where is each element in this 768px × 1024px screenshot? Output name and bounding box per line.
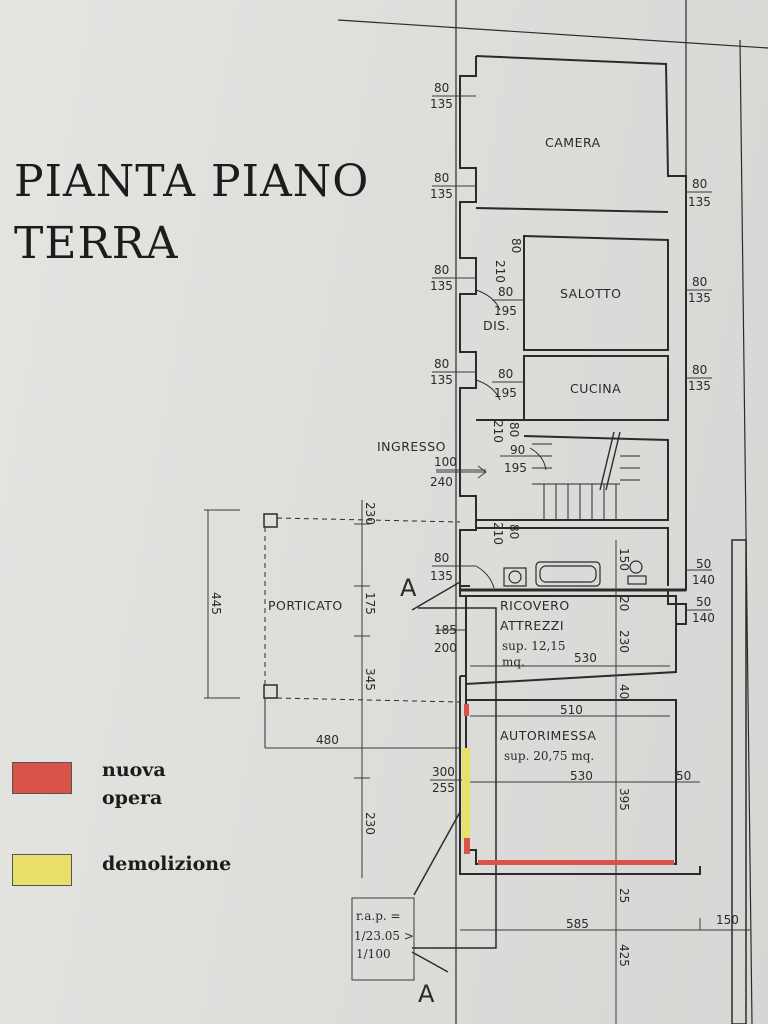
door-camera-width: 80 [509,238,523,253]
door-salotto-height: 195 [494,304,517,318]
opening-garage-height: 255 [432,781,455,795]
opening-w1-width: 80 [434,81,449,95]
opening-entry-height: 240 [430,475,453,489]
room-label-salotto: SALOTTO [560,286,621,301]
opening-ricovero-height: 200 [434,641,457,655]
opening-ricovero-width: 185 [434,623,457,637]
dim-530-a: 530 [574,651,597,665]
room-label-ricovero-2: ATTREZZI [500,618,564,633]
door-bath-height: 210 [491,522,505,545]
new-work-mark-1 [464,704,469,716]
door-bath-width: 80 [507,524,521,539]
door-salotto-width: 80 [498,285,513,299]
legend-swatch-nuova-opera [12,762,72,794]
room-label-camera: CAMERA [545,135,601,150]
dim-445: 445 [209,592,223,615]
new-work-mark-2 [478,860,674,865]
door-stair-height: 195 [504,461,527,475]
opening-w3-height: 135 [430,279,453,293]
opening-e5-height: 140 [692,611,715,625]
opening-w5-width: 80 [434,551,449,565]
opening-w5-height: 135 [430,569,453,583]
opening-e4-height: 140 [692,573,715,587]
opening-e2-width: 80 [692,275,707,289]
opening-w4-width: 80 [434,357,449,371]
door-stair-width: 90 [510,443,525,457]
room-label-ingresso: INGRESSO [377,439,446,454]
opening-e3-width: 80 [692,363,707,377]
porticato-outline [263,513,461,748]
autorimessa-surface: sup. 20,75 mq. [504,749,594,763]
legend-label-nuova-line-2: opera [102,787,163,809]
dim-425: 425 [617,944,631,967]
dimension-lines [204,95,750,1024]
room-label-autorimessa: AUTORIMESSA [500,728,596,743]
opening-e5-width: 50 [696,595,711,609]
new-work-mark-3 [464,838,470,854]
opening-e3-height: 135 [688,379,711,393]
dim-230-mid: 230 [617,630,631,653]
door-camera-height: 210 [493,260,507,283]
legend-label-demolizione: demolizione [102,853,232,875]
opening-w4-height: 135 [430,373,453,387]
dim-50: 50 [676,769,691,783]
opening-w2-height: 135 [430,187,453,201]
plan-outer-walls [337,0,768,1024]
opening-garage-width: 300 [432,765,455,779]
section-line [411,581,497,973]
scale-note-line-2: 1/23.05 > [354,929,414,943]
dim-175: 175 [363,592,377,615]
dim-230-bottom: 230 [363,812,377,835]
dim-585: 585 [566,917,589,931]
scale-note-line-1: r.a.p. = [356,909,401,923]
dim-510: 510 [560,703,583,717]
dim-25: 25 [617,888,631,903]
dim-20: 20 [617,596,631,611]
ricovero-surface-2: mq. [502,655,525,669]
legend-swatch-demolizione [12,854,72,886]
ricovero-surface-1: sup. 12,15 [502,639,566,653]
room-label-dis: DIS. [483,318,510,333]
legend-label-nuova-line-1: nuova [102,759,166,781]
door-cucina-width: 80 [498,367,513,381]
scale-note-box [351,897,415,981]
opening-e1-width: 80 [692,177,707,191]
legend-label-nuova: nuova opera [102,756,166,812]
dim-40: 40 [617,684,631,699]
dim-230-top: 230 [363,502,377,525]
opening-w1-height: 135 [430,97,453,111]
drawing-title-line-1: PIANTA PIANO [14,156,370,207]
section-label-bottom: A [418,980,435,1008]
dim-150: 150 [617,548,631,571]
opening-w3-width: 80 [434,263,449,277]
dim-480: 480 [316,733,339,747]
drawing-title-line-2: TERRA [14,218,179,269]
opening-e2-height: 135 [688,291,711,305]
room-label-ricovero-1: RICOVERO [500,598,570,613]
opening-e4-width: 50 [696,557,711,571]
dim-150-b: 150 [716,913,739,927]
opening-e1-height: 135 [688,195,711,209]
dim-345: 345 [363,668,377,691]
demolition-wall-mark [462,748,470,840]
scale-note-line-3: 1/100 [356,947,391,961]
door-dis-height: 210 [491,420,505,443]
dim-395: 395 [617,788,631,811]
section-label-top: A [400,574,417,602]
room-label-porticato: PORTICATO [268,598,343,613]
room-label-cucina: CUCINA [570,381,621,396]
door-cucina-height: 195 [494,386,517,400]
dim-530-b: 530 [570,769,593,783]
opening-w2-width: 80 [434,171,449,185]
door-dis-width: 80 [507,422,521,437]
opening-entry-width: 100 [434,455,457,469]
